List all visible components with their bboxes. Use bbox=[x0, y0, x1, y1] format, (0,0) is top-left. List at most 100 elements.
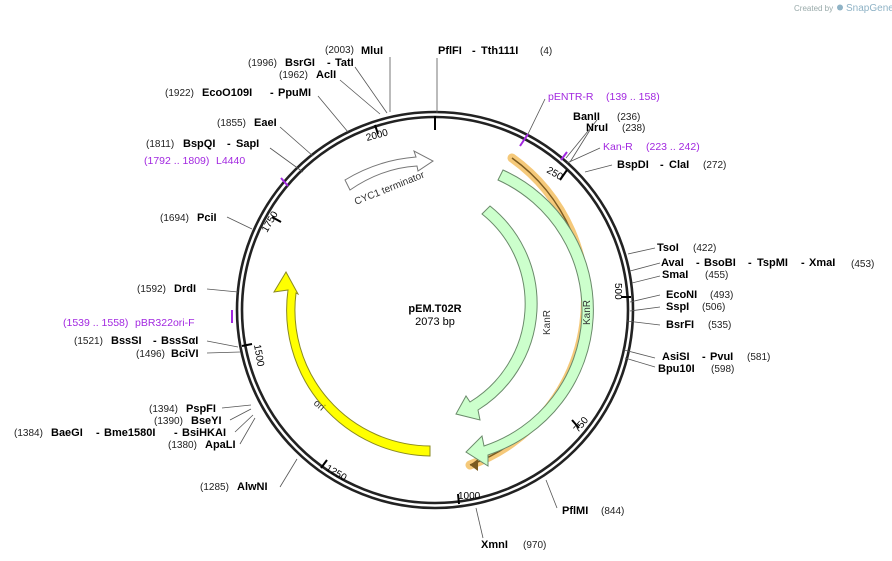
credit-prefix: Created by bbox=[794, 4, 833, 13]
site-xmni-name[interactable]: XmnI bbox=[481, 539, 508, 551]
svg-text:-: - bbox=[153, 335, 157, 347]
site-xmni-pos: (970) bbox=[523, 540, 546, 551]
site-bsrgi-name[interactable]: BsrGI bbox=[285, 57, 315, 69]
ori-label: ori bbox=[311, 398, 327, 414]
site-pflmi-name[interactable]: PflMI bbox=[562, 505, 588, 517]
site-pspfi-pos: (1394) bbox=[149, 404, 178, 415]
site-pvui-name[interactable]: PvuI bbox=[710, 351, 733, 363]
site-ppumi-name[interactable]: PpuMI bbox=[278, 87, 311, 99]
primer-pentr-r-name[interactable]: pENTR-R bbox=[548, 91, 594, 103]
kanr-inner-arrow[interactable] bbox=[455, 205, 538, 421]
site-baegi-pos: (1384) bbox=[14, 428, 43, 439]
site-acli-pos: (1962) bbox=[279, 70, 308, 81]
svg-text:-: - bbox=[472, 45, 476, 57]
kanr-outer-arrow[interactable] bbox=[465, 169, 594, 467]
primer-l4440-range: (1792 .. 1809) bbox=[144, 155, 209, 167]
site-asisi-name[interactable]: AsiSI bbox=[662, 351, 690, 363]
site-bsrfi-pos: (535) bbox=[708, 320, 731, 331]
primer-kan-r-name[interactable]: Kan-R bbox=[603, 141, 633, 153]
primer-mark-kan-r bbox=[560, 151, 568, 161]
site-clai-name[interactable]: ClaI bbox=[669, 159, 689, 171]
site-bsobi-name[interactable]: BsoBI bbox=[704, 257, 736, 269]
plasmid-name: pEM.T02R bbox=[408, 303, 461, 315]
site-acli-name[interactable]: AclI bbox=[316, 69, 336, 81]
site-tth111i-name[interactable]: Tth111I bbox=[481, 45, 518, 57]
primer-mark-pentr-r bbox=[519, 133, 529, 147]
primer-pentr-r-range: (139 .. 158) bbox=[606, 91, 660, 103]
kanr-inner-label: KanR bbox=[542, 310, 553, 335]
site-bsssi-name[interactable]: BssSI bbox=[111, 335, 142, 347]
site-apali-name[interactable]: ApaLI bbox=[205, 439, 236, 451]
svg-text:-: - bbox=[327, 57, 331, 69]
site-nrui-name[interactable]: NruI bbox=[586, 122, 608, 134]
primer-kan-r-range: (223 .. 242) bbox=[646, 141, 700, 153]
site-bseyi-name[interactable]: BseYI bbox=[191, 415, 222, 427]
snapgene-logo-icon bbox=[837, 4, 843, 11]
site-sspi-pos: (506) bbox=[702, 302, 725, 313]
site-ecoo109i-pos: (1922) bbox=[165, 88, 194, 99]
site-bcivi-name[interactable]: BciVI bbox=[171, 348, 199, 360]
cyc1-terminator-arrow[interactable] bbox=[344, 149, 434, 191]
site-econi-pos: (493) bbox=[710, 290, 733, 301]
site-tspmi-name[interactable]: TspMI bbox=[757, 257, 788, 269]
site-bcivi-pos: (1496) bbox=[136, 349, 165, 360]
site-bspdi-pos: (272) bbox=[703, 160, 726, 171]
site-banii-name[interactable]: BanII bbox=[573, 111, 600, 123]
tick-label-1500: 1500 bbox=[251, 344, 266, 368]
site-pspfi-name[interactable]: PspFI bbox=[186, 403, 216, 415]
site-mlui-pos: (2003) bbox=[325, 45, 354, 56]
primer-pbr322ori-f-name[interactable]: pBR322ori-F bbox=[135, 317, 195, 329]
site-nrui-pos: (238) bbox=[622, 123, 645, 134]
site-pcii-pos: (1694) bbox=[160, 213, 189, 224]
site-baegi-name[interactable]: BaeGI bbox=[51, 427, 83, 439]
svg-text:-: - bbox=[748, 257, 752, 269]
site-bspqi-name[interactable]: BspQI bbox=[183, 138, 215, 150]
site-drdi-pos: (1592) bbox=[137, 284, 166, 295]
primer-pbr322ori-f-range: (1539 .. 1558) bbox=[63, 317, 128, 329]
site-xmai-name[interactable]: XmaI bbox=[809, 257, 835, 269]
site-tati-name[interactable]: TatI bbox=[335, 57, 354, 69]
site-alwni-name[interactable]: AlwNI bbox=[237, 481, 268, 493]
site-tsoi-name[interactable]: TsoI bbox=[657, 242, 679, 254]
site-pcii-name[interactable]: PciI bbox=[197, 212, 217, 224]
site-bme1580i-name[interactable]: Bme1580I bbox=[104, 427, 155, 439]
site-apali-pos: (1380) bbox=[168, 440, 197, 451]
svg-text:-: - bbox=[696, 257, 700, 269]
site-banii-pos: (236) bbox=[617, 112, 640, 123]
site-avai-name[interactable]: AvaI bbox=[661, 257, 684, 269]
credit-brand: SnapGene bbox=[846, 3, 892, 14]
site-mlui-name[interactable]: MluI bbox=[361, 45, 383, 57]
primer-l4440-name[interactable]: L4440 bbox=[216, 155, 245, 167]
site-tsoi-pos: (422) bbox=[693, 243, 716, 254]
site-econi-name[interactable]: EcoNI bbox=[666, 289, 697, 301]
site-bsrgi-pos: (1996) bbox=[248, 58, 277, 69]
site-bspqi-pos: (1811) bbox=[146, 139, 174, 150]
site-drdi-name[interactable]: DrdI bbox=[174, 283, 196, 295]
site-bsihkai-name[interactable]: BsiHKAI bbox=[182, 427, 226, 439]
site-bspdi-name[interactable]: BspDI bbox=[617, 159, 649, 171]
site-smai-name[interactable]: SmaI bbox=[662, 269, 688, 281]
tick-label-750: 750 bbox=[572, 415, 591, 435]
site-sapi-name[interactable]: SapI bbox=[236, 138, 259, 150]
svg-text:-: - bbox=[702, 351, 706, 363]
site-sspi-name[interactable]: SspI bbox=[666, 301, 689, 313]
tick-label-1000: 1000 bbox=[458, 491, 481, 502]
site-bpu10i-name[interactable]: Bpu10I bbox=[658, 363, 695, 375]
ori-arrow[interactable] bbox=[273, 270, 431, 457]
kanr-primer-arrowhead bbox=[470, 459, 478, 471]
svg-text:-: - bbox=[660, 159, 664, 171]
site-asisi-pos: (581) bbox=[747, 352, 770, 363]
site-eaei-pos: (1855) bbox=[217, 118, 246, 129]
plasmid-size: 2073 bp bbox=[415, 316, 455, 328]
site-bsrfi-name[interactable]: BsrFI bbox=[666, 319, 694, 331]
site-bsssai-name[interactable]: BssSαI bbox=[161, 335, 198, 347]
tick-label-250: 250 bbox=[545, 165, 565, 183]
site-smai-pos: (455) bbox=[705, 270, 728, 281]
site-eaei-name[interactable]: EaeI bbox=[254, 117, 277, 129]
site-bseyi-pos: (1390) bbox=[154, 416, 183, 427]
svg-text:-: - bbox=[801, 257, 805, 269]
site-bsssi-pos: (1521) bbox=[74, 336, 103, 347]
site-pflfi-name[interactable]: PflFI bbox=[438, 45, 462, 57]
site-ecoo109i-name[interactable]: EcoO109I bbox=[202, 87, 252, 99]
